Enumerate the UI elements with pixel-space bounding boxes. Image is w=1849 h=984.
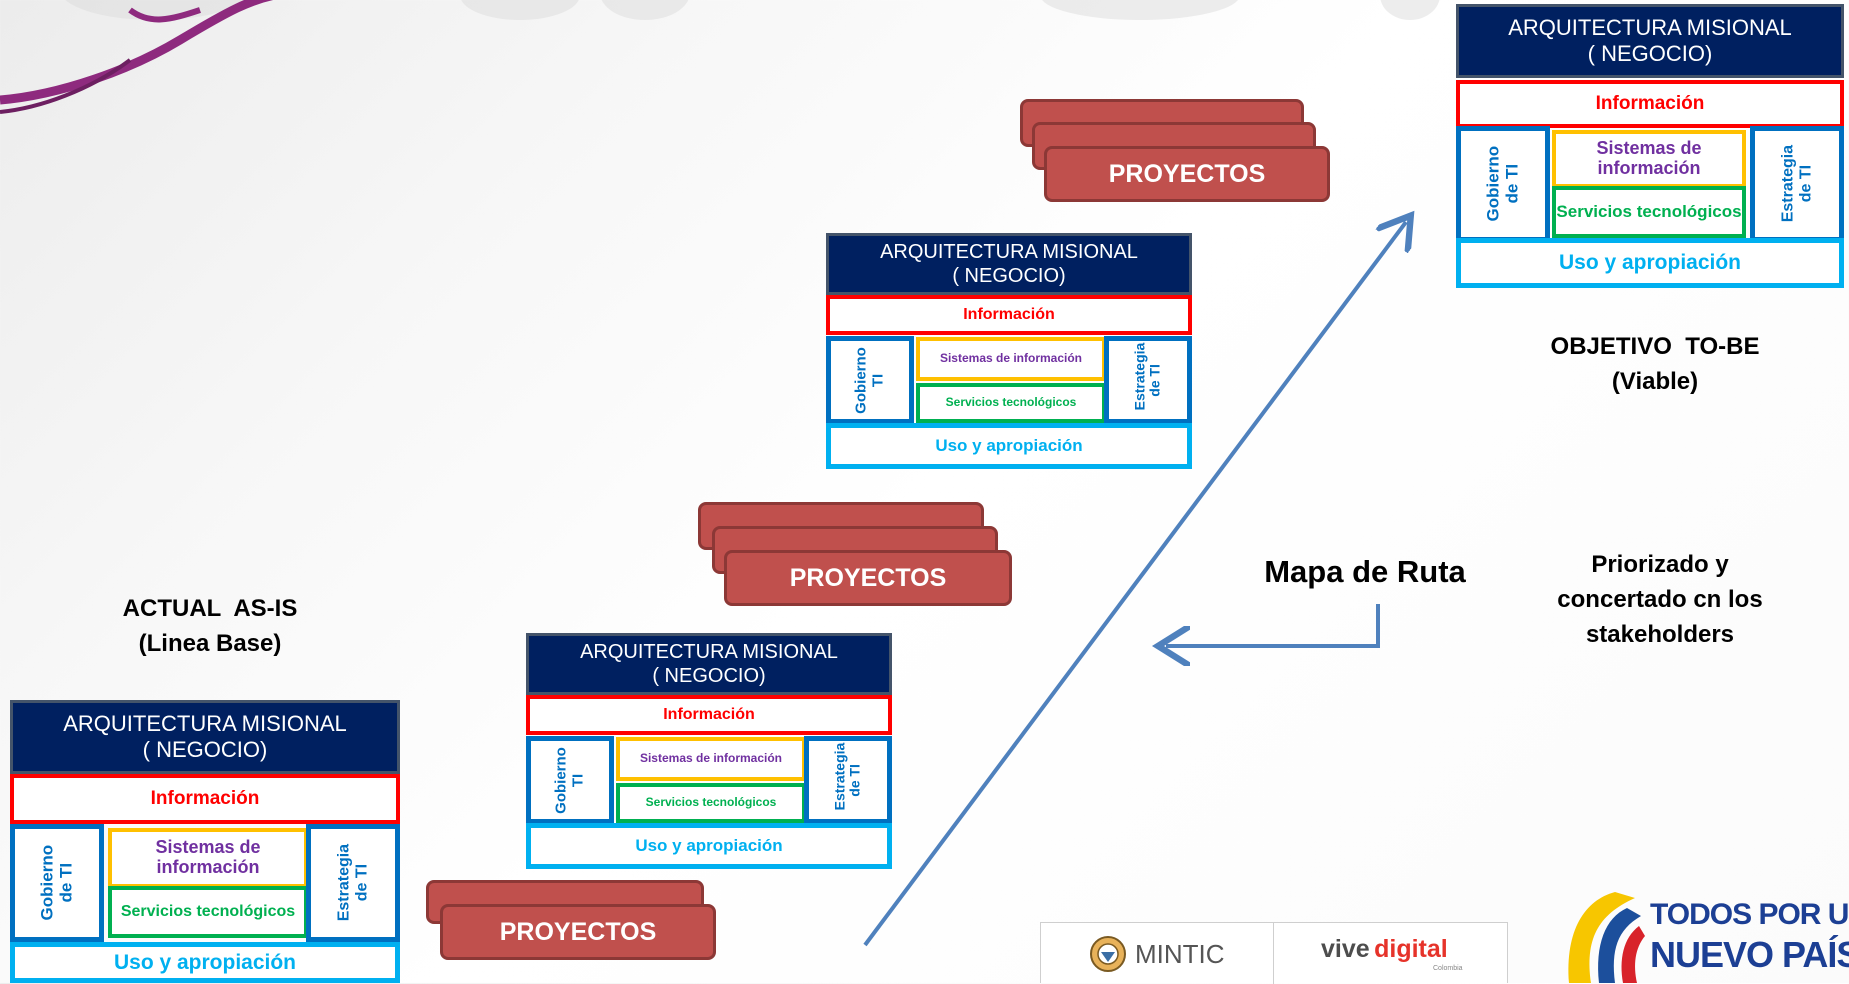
mintic-logo-text: MINTIC bbox=[1135, 938, 1225, 969]
uso-apropiacion-layer: Uso y apropiación bbox=[1456, 238, 1844, 288]
arch-header: ARQUITECTURA MISIONAL ( NEGOCIO) bbox=[10, 700, 400, 774]
gobierno-ti-layer: Gobierno TI bbox=[526, 736, 614, 824]
arch-header-subtitle: ( NEGOCIO) bbox=[142, 737, 268, 762]
architecture-block-intermediate-lower: ARQUITECTURA MISIONAL ( NEGOCIO) Informa… bbox=[526, 633, 892, 869]
digital-logo-text: digital bbox=[1374, 935, 1448, 963]
architecture-block-intermediate-upper: ARQUITECTURA MISIONAL ( NEGOCIO) Informa… bbox=[826, 233, 1192, 469]
arch-header-title: ARQUITECTURA MISIONAL bbox=[580, 641, 838, 663]
estrategia-ti-layer: Estrategia de TI bbox=[804, 736, 892, 824]
logo-divider bbox=[1273, 923, 1274, 984]
project-card-front: PROYECTOS bbox=[724, 550, 1012, 606]
actual-line2: (Linea Base) bbox=[138, 629, 282, 657]
servicios-tecnologicos-layer: Servicios tecnológicos bbox=[1552, 186, 1746, 238]
tricolor-swoosh-icon bbox=[1568, 892, 1645, 983]
colombia-shield-icon bbox=[1090, 936, 1126, 972]
servicios-tecnologicos-layer: Servicios tecnológicos bbox=[108, 886, 308, 938]
gobierno-ti-layer: Gobierno de TI bbox=[10, 824, 104, 942]
actual-as-is-label: ACTUAL AS-IS (Linea Base) bbox=[60, 592, 360, 662]
vive-digital-logo: vive digital Colombia bbox=[1321, 935, 1491, 972]
objetivo-to-be-label: OBJETIVO TO-BE (Viable) bbox=[1490, 330, 1820, 400]
decorative-header-strip bbox=[0, 0, 1849, 22]
arch-header-title: ARQUITECTURA MISIONAL bbox=[880, 241, 1138, 263]
priorizado-label: Priorizado y concertado cn los stakehold… bbox=[1520, 548, 1800, 652]
footer-logo-bar: MINTIC vive digital Colombia bbox=[1040, 922, 1508, 984]
architecture-block-as-is: ARQUITECTURA MISIONAL ( NEGOCIO) Informa… bbox=[10, 700, 400, 983]
objetivo-line1: OBJETIVO TO-BE bbox=[1550, 333, 1760, 360]
objetivo-line2: (Viable) bbox=[1611, 367, 1699, 395]
vive-digital-subtext: Colombia bbox=[1433, 965, 1463, 972]
mapa-de-ruta-label: Mapa de Ruta bbox=[1264, 554, 1466, 589]
sistemas-informacion-layer: Sistemas de información bbox=[108, 828, 308, 888]
arch-header-subtitle: ( NEGOCIO) bbox=[1587, 41, 1713, 66]
arch-header: ARQUITECTURA MISIONAL ( NEGOCIO) bbox=[526, 633, 892, 695]
arch-header: ARQUITECTURA MISIONAL ( NEGOCIO) bbox=[826, 233, 1192, 295]
arch-header-title: ARQUITECTURA MISIONAL bbox=[63, 710, 347, 736]
vive-logo-text: vive bbox=[1321, 935, 1370, 963]
gobierno-ti-layer: Gobierno de TI bbox=[1456, 126, 1550, 242]
arch-header-subtitle: ( NEGOCIO) bbox=[952, 265, 1066, 287]
servicios-tecnologicos-layer: Servicios tecnológicos bbox=[616, 783, 806, 823]
priorizado-line2: concertado cn los bbox=[1557, 585, 1763, 613]
roadmap-diagonal-arrow bbox=[863, 222, 1406, 947]
informacion-layer: Información bbox=[1456, 80, 1844, 128]
estrategia-ti-layer: Estrategia de TI bbox=[1104, 336, 1192, 424]
todos-line1: TODOS POR UN bbox=[1650, 898, 1849, 931]
priorizado-line3: stakeholders bbox=[1585, 620, 1735, 648]
informacion-layer: Información bbox=[526, 695, 892, 735]
architecture-block-to-be: ARQUITECTURA MISIONAL ( NEGOCIO) Informa… bbox=[1456, 4, 1844, 288]
todos-por-un-nuevo-pais-logo: TODOS POR UN NUEVO PAÍS bbox=[1555, 890, 1849, 983]
sistemas-informacion-layer: Sistemas de información bbox=[616, 737, 806, 781]
actual-line1: ACTUAL AS-IS bbox=[122, 595, 298, 622]
mapa-ruta-pointer-arrow bbox=[1166, 604, 1380, 646]
todos-line2: NUEVO PAÍS bbox=[1650, 934, 1849, 975]
purple-swoosh-decoration bbox=[0, 0, 274, 114]
estrategia-ti-layer: Estrategia de TI bbox=[306, 824, 400, 942]
arch-header-subtitle: ( NEGOCIO) bbox=[652, 665, 766, 687]
arch-header: ARQUITECTURA MISIONAL ( NEGOCIO) bbox=[1456, 4, 1844, 78]
gobierno-ti-layer: Gobierno TI bbox=[826, 336, 914, 424]
mintic-logo: MINTIC bbox=[1089, 935, 1225, 973]
priorizado-line1: Priorizado y bbox=[1591, 551, 1729, 578]
sistemas-informacion-layer: Sistemas de información bbox=[916, 337, 1106, 381]
uso-apropiacion-layer: Uso y apropiación bbox=[526, 823, 892, 869]
project-card-front: PROYECTOS bbox=[440, 904, 716, 960]
project-card-front: PROYECTOS bbox=[1044, 146, 1330, 202]
informacion-layer: Información bbox=[826, 295, 1192, 335]
uso-apropiacion-layer: Uso y apropiación bbox=[10, 942, 400, 983]
sistemas-informacion-layer: Sistemas de información bbox=[1552, 130, 1746, 188]
arch-header-title: ARQUITECTURA MISIONAL bbox=[1508, 14, 1792, 40]
informacion-layer: Información bbox=[10, 774, 400, 824]
uso-apropiacion-layer: Uso y apropiación bbox=[826, 423, 1192, 469]
